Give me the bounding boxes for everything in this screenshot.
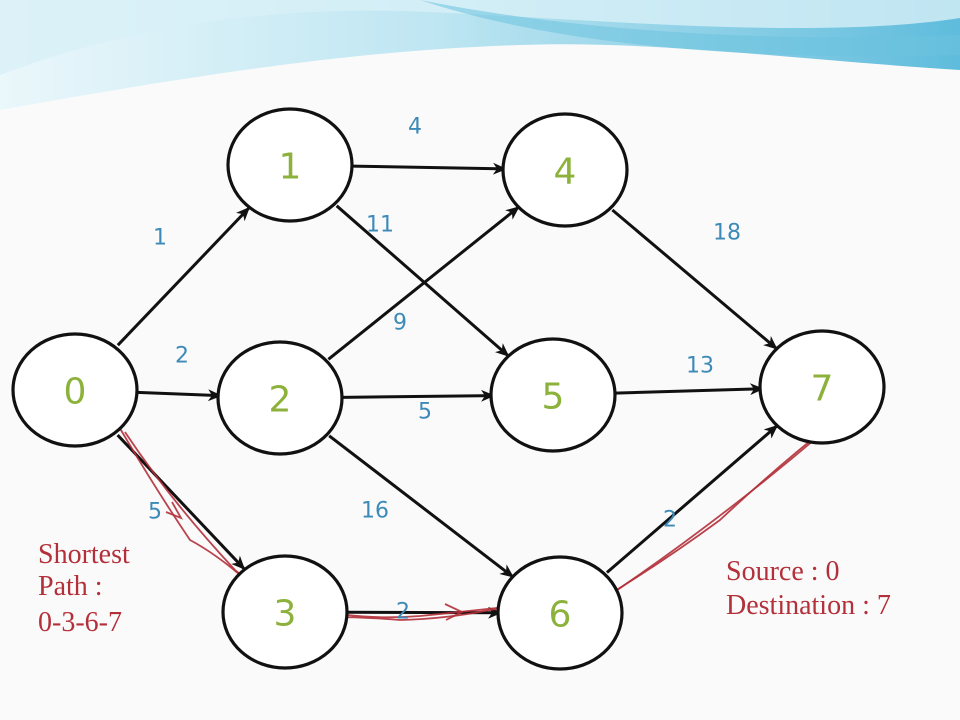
edge-0-3 <box>116 434 246 570</box>
shortest-path-arrow-mark <box>444 603 465 621</box>
edge-2-4 <box>327 206 520 361</box>
banner-wave-streak <box>420 0 960 57</box>
node-4-circle <box>501 112 629 228</box>
node-1: 1 <box>226 107 354 223</box>
edge-weight-0-3: 5 <box>148 500 162 525</box>
edge-1-4 <box>351 162 508 175</box>
shortest-path-note: Shortest Path : 0-3-6-7 <box>38 539 130 638</box>
edge-weight-1-5: 11 <box>366 213 394 238</box>
node-6-circle <box>496 555 624 671</box>
edge-weight-2-5: 5 <box>418 400 432 425</box>
node-0-label: 0 <box>64 372 87 413</box>
edge-weight-0-1: 1 <box>153 226 167 251</box>
shortest-path-trace-second-stroke <box>124 431 821 619</box>
node-0: 0 <box>11 332 139 448</box>
node-6-label: 6 <box>549 595 572 636</box>
node-3-label: 3 <box>274 594 297 635</box>
edge-weight-0-2: 2 <box>175 344 189 369</box>
node-5-label: 5 <box>542 377 565 418</box>
source-note: Source : 0 <box>726 556 840 587</box>
node-2-label: 2 <box>269 380 292 421</box>
banner-wave-back <box>0 0 960 110</box>
shortest-path-arrow-mark-start <box>165 501 184 520</box>
edge-0-1 <box>116 206 250 347</box>
banner-wave-front <box>0 0 960 75</box>
shortest-path-layer <box>117 425 830 621</box>
edge-1-5 <box>335 204 510 357</box>
edge-5-7 <box>614 383 765 396</box>
node-1-circle <box>226 107 354 223</box>
weights-layer: 1 2 5 4 11 9 5 16 2 18 13 2 <box>148 115 741 625</box>
shortest-path-note-line2: Path : <box>38 571 103 602</box>
edge-weight-2-6: 16 <box>361 499 389 524</box>
nodes-layer: 0 1 2 3 4 5 6 7 <box>11 107 886 671</box>
node-5: 5 <box>489 337 617 453</box>
node-3: 3 <box>221 554 349 670</box>
node-1-label: 1 <box>279 147 302 188</box>
node-0-circle <box>11 332 139 448</box>
shortest-path-note-line1: Shortest <box>38 539 130 570</box>
edges-layer <box>116 162 779 619</box>
shortest-path-note-line3: 0-3-6-7 <box>38 607 122 638</box>
edge-2-5 <box>341 389 496 402</box>
shortest-path-trace-0-3-6-7 <box>117 425 830 621</box>
node-4-label: 4 <box>554 152 577 193</box>
edge-4-7 <box>611 208 778 350</box>
node-4: 4 <box>501 112 629 228</box>
edge-weight-1-4: 4 <box>408 115 422 140</box>
node-7: 7 <box>758 329 886 445</box>
node-2: 2 <box>216 340 344 456</box>
node-5-circle <box>489 337 617 453</box>
node-3-circle <box>221 554 349 670</box>
edge-weight-6-7: 2 <box>663 508 677 533</box>
node-7-label: 7 <box>811 369 834 410</box>
edge-2-6 <box>328 434 514 578</box>
edge-weight-4-7: 18 <box>713 221 741 246</box>
node-7-circle <box>758 329 886 445</box>
destination-note: Destination : 7 <box>726 590 891 621</box>
node-2-circle <box>216 340 344 456</box>
edge-weight-2-4: 9 <box>393 311 407 336</box>
edge-0-2 <box>136 389 223 402</box>
edge-weight-5-7: 13 <box>686 354 714 379</box>
node-6: 6 <box>496 555 624 671</box>
top-banner <box>0 0 960 110</box>
source-destination-note: Source : 0 Destination : 7 <box>726 556 891 621</box>
edge-6-7 <box>605 424 779 574</box>
edge-weight-3-6: 2 <box>396 600 410 625</box>
